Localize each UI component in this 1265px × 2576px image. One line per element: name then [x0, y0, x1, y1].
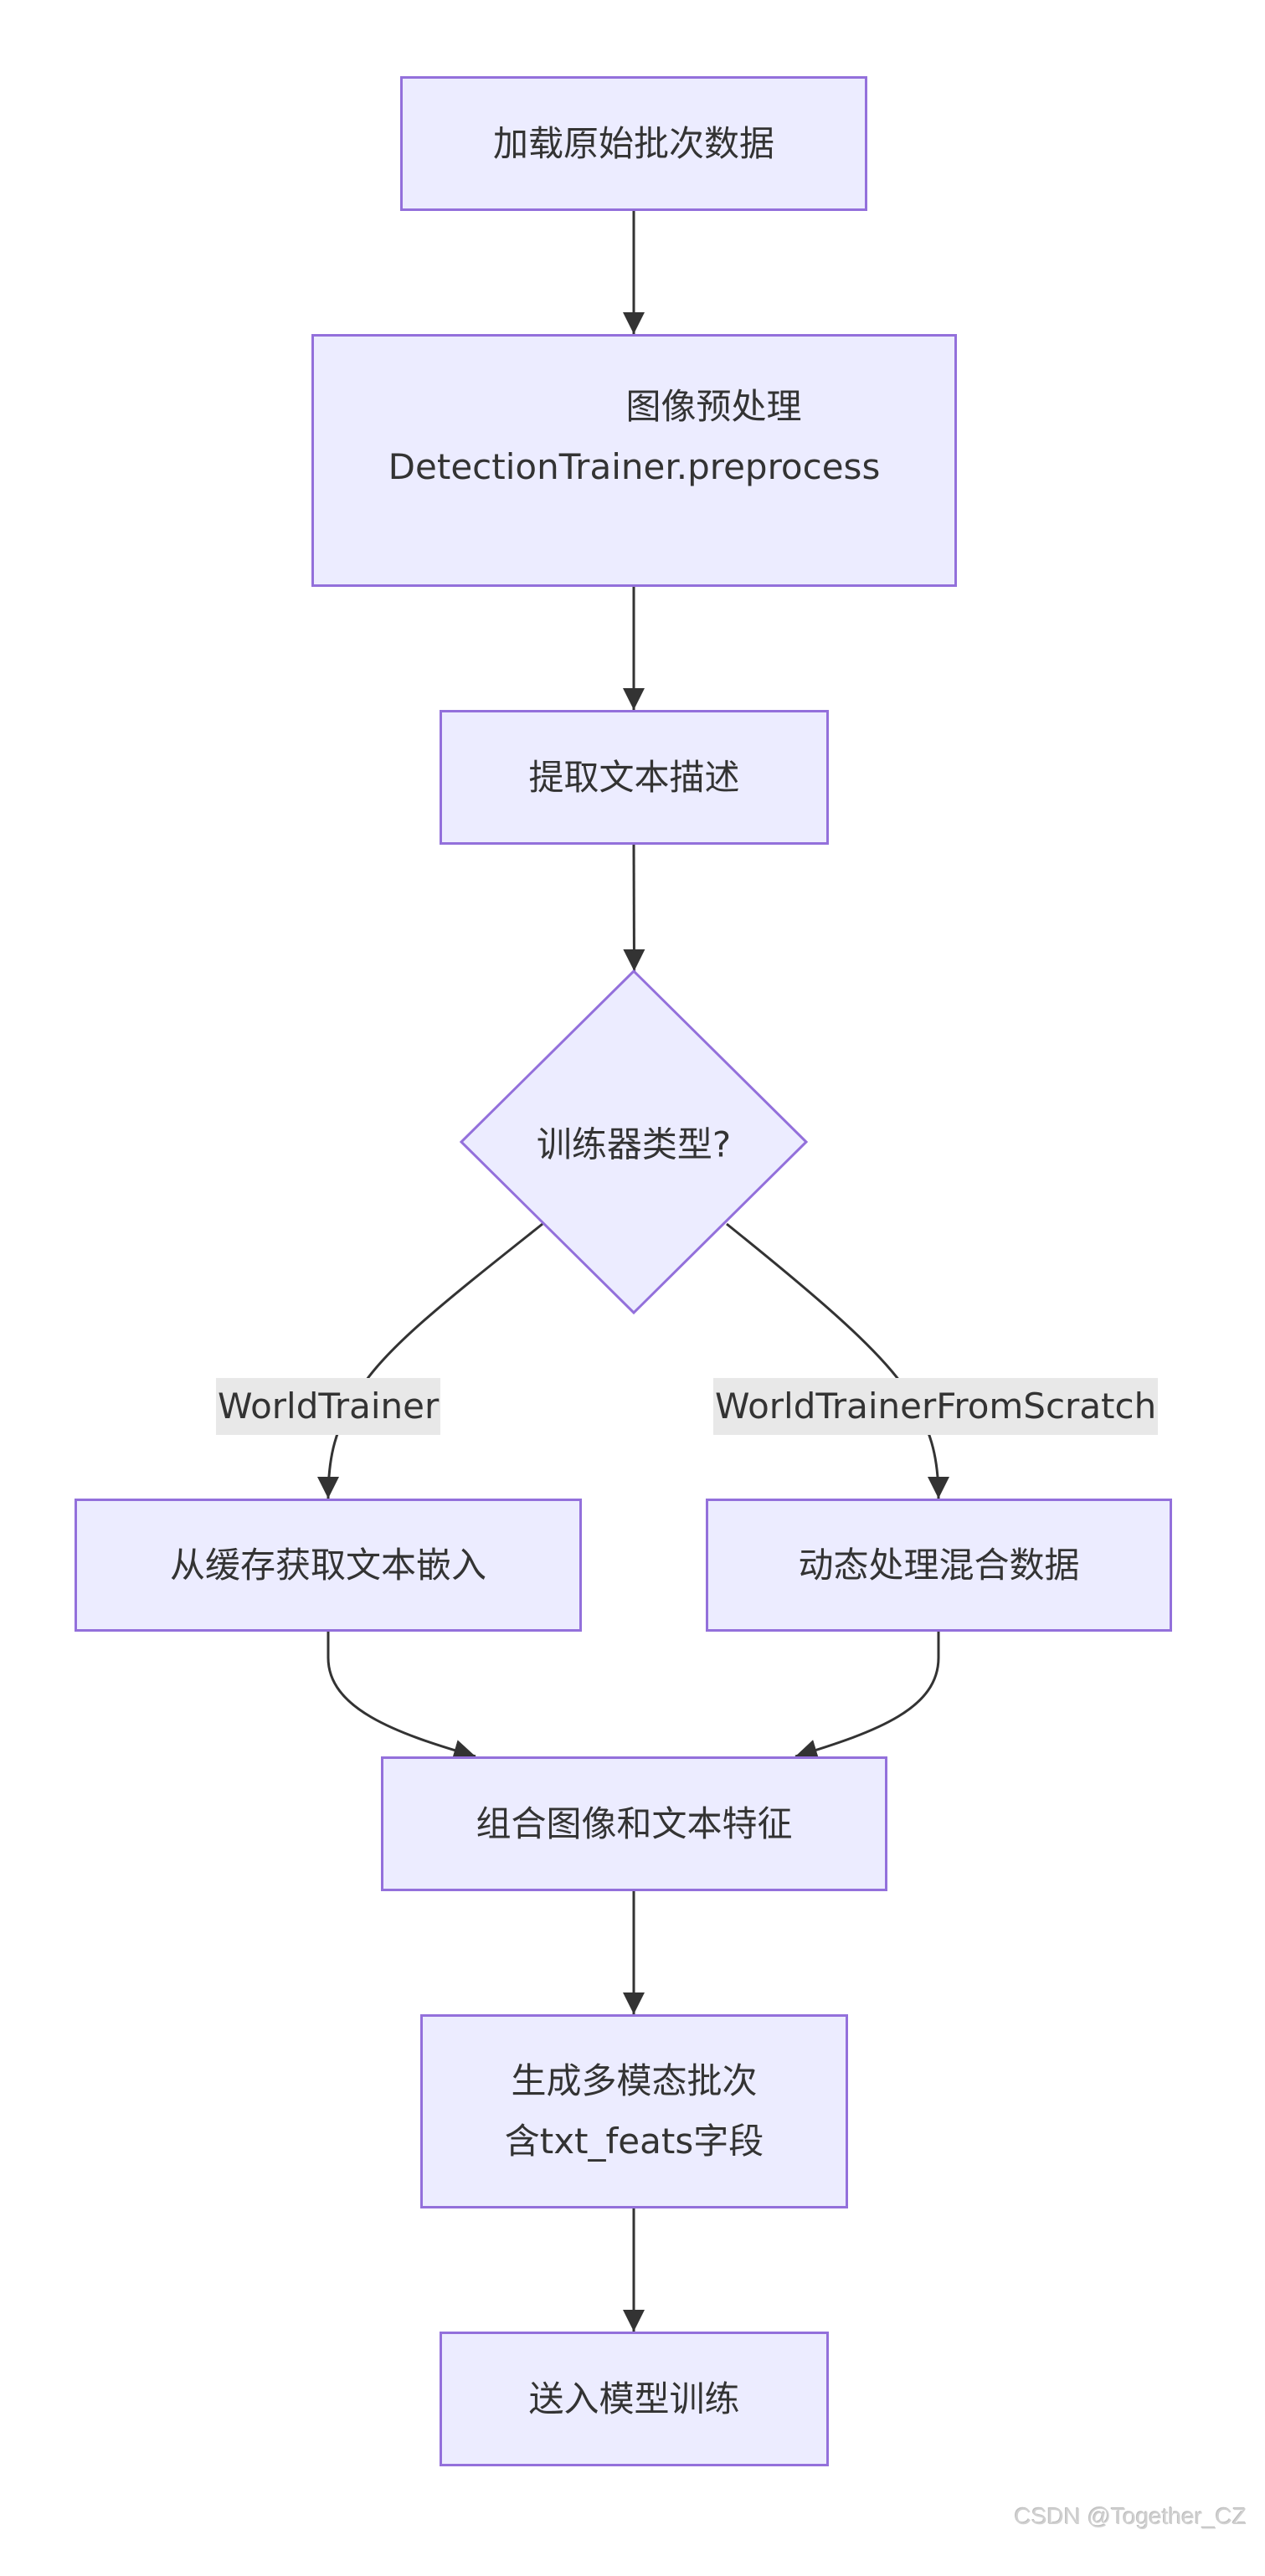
node-generate-multimodal-batch: 生成多模态批次 含txt_feats字段 — [420, 2014, 848, 2208]
node-model-training: 送入模型训练 — [440, 2332, 829, 2466]
edge-dynamic-to-combine — [794, 1632, 940, 1761]
node-label: 从缓存获取文本嵌入 — [169, 1544, 486, 1586]
edge-label-worldtrainer: WorldTrainer — [216, 1378, 441, 1435]
node-label-method: DetectionTrainer.preprocess — [388, 446, 881, 487]
node-dynamic-mixed-data: 动态处理混合数据 — [706, 1499, 1172, 1632]
edge-extract-to-decision — [623, 844, 645, 972]
edge-decision-to-dynamic — [726, 1222, 949, 1499]
watermark: CSDN @Together_CZ — [1014, 2503, 1247, 2529]
node-label: 提取文本描述 — [528, 756, 740, 798]
node-label: 送入模型训练 — [528, 2378, 740, 2419]
node-label-field: 含txt_feats字段 — [504, 2121, 764, 2162]
decision-diamond — [459, 969, 809, 1315]
node-cache-text-embeddings: 从缓存获取文本嵌入 — [75, 1499, 582, 1632]
node-label: 图像预处理 — [625, 386, 802, 427]
node-combine-features: 组合图像和文本特征 — [381, 1756, 887, 1891]
node-label: 生成多模态批次 — [511, 2060, 758, 2101]
node-image-preprocess: 图像预处理 DetectionTrainer.preprocess — [311, 334, 957, 587]
edge-cache-to-combine — [327, 1632, 476, 1761]
node-label: 动态处理混合数据 — [798, 1544, 1080, 1586]
node-extract-text: 提取文本描述 — [440, 710, 829, 845]
node-load-raw-batch: 加载原始批次数据 — [400, 76, 867, 211]
edge-decision-to-cache — [317, 1222, 543, 1499]
node-label: 加载原始批次数据 — [492, 122, 774, 164]
edge-label-worldtrainerfromscratch: WorldTrainerFromScratch — [713, 1378, 1159, 1435]
decision-label: 训练器类型? — [536, 1123, 732, 1165]
node-label: 组合图像和文本特征 — [476, 1802, 793, 1844]
